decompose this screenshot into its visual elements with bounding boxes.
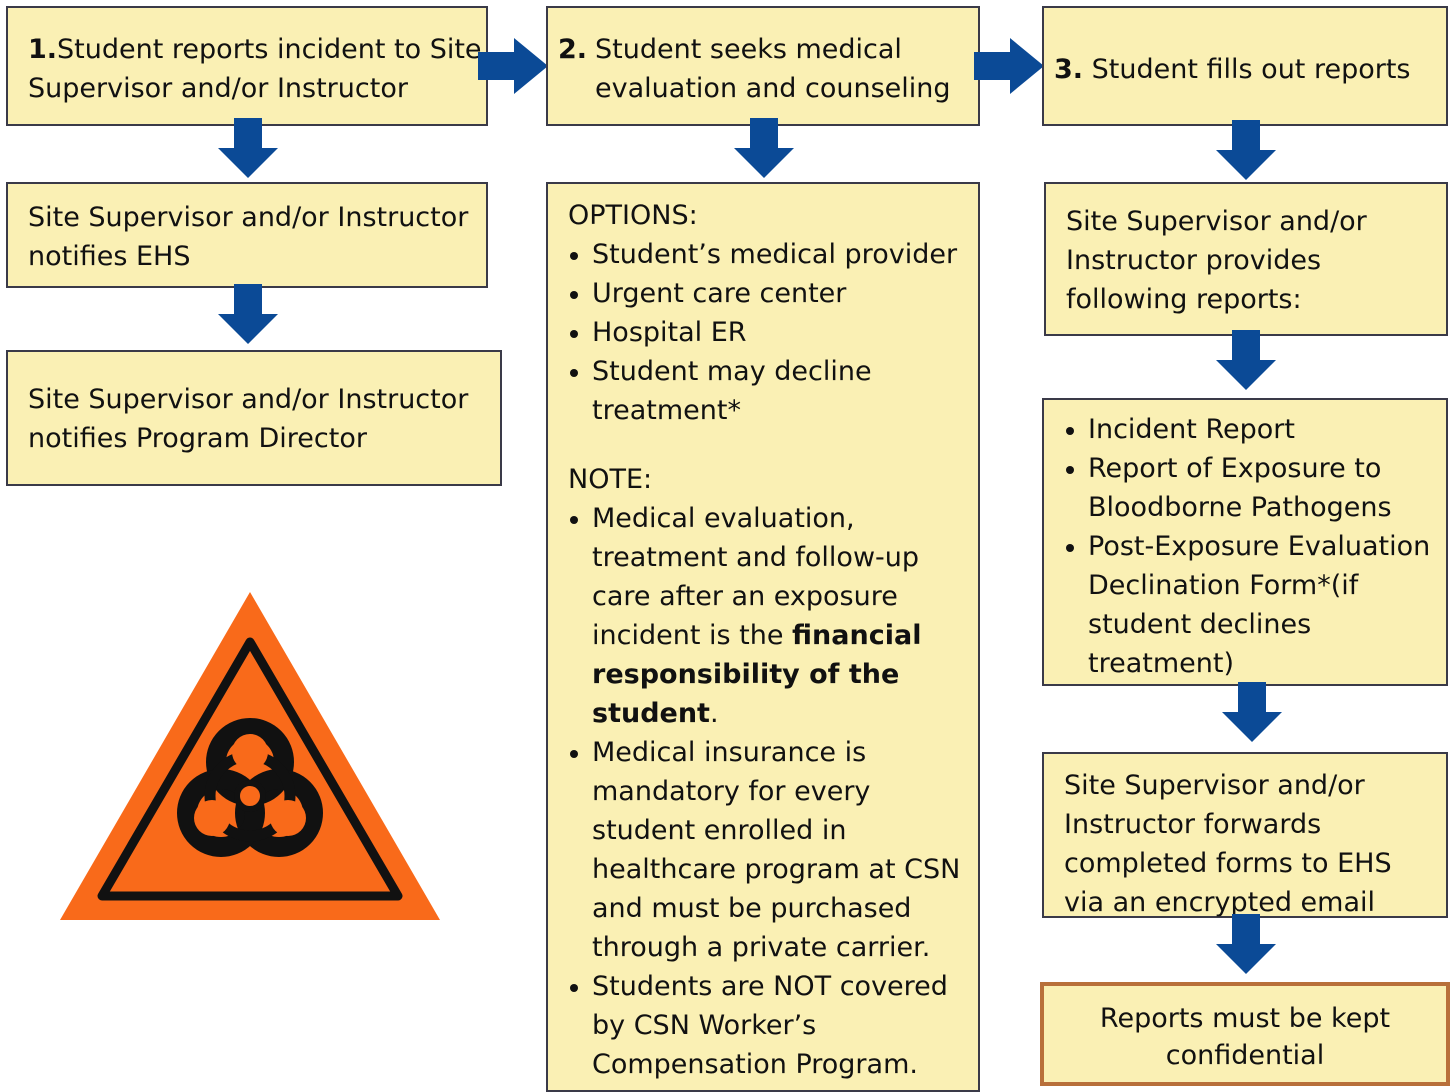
notify-ehs-box: Site Supervisor and/or Instructor notifi…	[6, 182, 488, 288]
report-item: Post-Exposure Evaluation Declination For…	[1064, 527, 1436, 683]
step1-number: 1.	[28, 34, 58, 65]
step2-box: 2. Student seeks medical evaluation and …	[546, 6, 980, 126]
step3-text: Student fills out reports	[1091, 54, 1411, 85]
right-arrow-2-3	[974, 38, 1044, 94]
down-arrow-c2-1	[734, 118, 794, 178]
forwards-forms-text: Site Supervisor and/or Instructor forwar…	[1064, 770, 1392, 918]
note1-text: Medical evaluation, treatment and follow…	[592, 503, 920, 651]
step3-number: 3.	[1054, 54, 1084, 85]
note-list: Medical evaluation, treatment and follow…	[568, 499, 978, 1084]
provides-reports-text: Site Supervisor and/or Instructor provid…	[1066, 206, 1367, 315]
step2-text: Student seeks medical evaluation and cou…	[595, 34, 951, 104]
confidential-text: Reports must be kept confidential	[1099, 1003, 1391, 1071]
note-item: Medical insurance is mandatory for every…	[568, 733, 978, 967]
options-label: OPTIONS:	[568, 200, 698, 231]
option-item: Urgent care center	[568, 274, 978, 313]
forwards-forms-box: Site Supervisor and/or Instructor forwar…	[1042, 752, 1448, 918]
option-item: Student may decline treatment*	[568, 352, 978, 430]
biohazard-warning-icon	[60, 592, 440, 920]
down-arrow-c3-3	[1222, 682, 1282, 742]
notify-director-text: Site Supervisor and/or Instructor notifi…	[28, 384, 469, 454]
reports-list: Incident Report Report of Exposure to Bl…	[1064, 410, 1436, 683]
option-item: Student’s medical provider	[568, 235, 978, 274]
biohazard-symbol-icon	[177, 718, 323, 857]
note1-period: .	[709, 698, 719, 729]
notify-ehs-text: Site Supervisor and/or Instructor notifi…	[28, 202, 469, 272]
notify-director-box: Site Supervisor and/or Instructor notifi…	[6, 350, 502, 486]
down-arrow-c3-1	[1216, 120, 1276, 180]
options-box: OPTIONS: Student’s medical provider Urge…	[546, 182, 980, 1092]
step3-box: 3. Student fills out reports	[1042, 6, 1448, 126]
report-item: Report of Exposure to Bloodborne Pathoge…	[1064, 449, 1436, 527]
step1-text: Student reports incident to Site Supervi…	[28, 34, 482, 104]
note-item: Students are NOT covered by CSN Worker’s…	[568, 967, 978, 1084]
options-list: Student’s medical provider Urgent care c…	[568, 235, 978, 430]
note1-bold-text: financial responsibility of the student	[592, 620, 922, 729]
down-arrow-c1-1	[218, 118, 278, 178]
note-label: NOTE:	[568, 464, 653, 495]
down-arrow-c3-2	[1216, 330, 1276, 390]
confidential-box: Reports must be kept confidential	[1040, 982, 1450, 1086]
reports-list-box: Incident Report Report of Exposure to Bl…	[1042, 398, 1448, 686]
step2-number: 2.	[558, 34, 588, 65]
option-item: Hospital ER	[568, 313, 978, 352]
down-arrow-c3-4	[1216, 914, 1276, 974]
note-item: Medical evaluation, treatment and follow…	[568, 499, 978, 733]
report-item: Incident Report	[1064, 410, 1436, 449]
right-arrow-1-2	[478, 38, 548, 94]
down-arrow-c1-2	[218, 284, 278, 344]
provides-reports-box: Site Supervisor and/or Instructor provid…	[1044, 182, 1448, 336]
step1-box: 1.Student reports incident to Site Super…	[6, 6, 488, 126]
